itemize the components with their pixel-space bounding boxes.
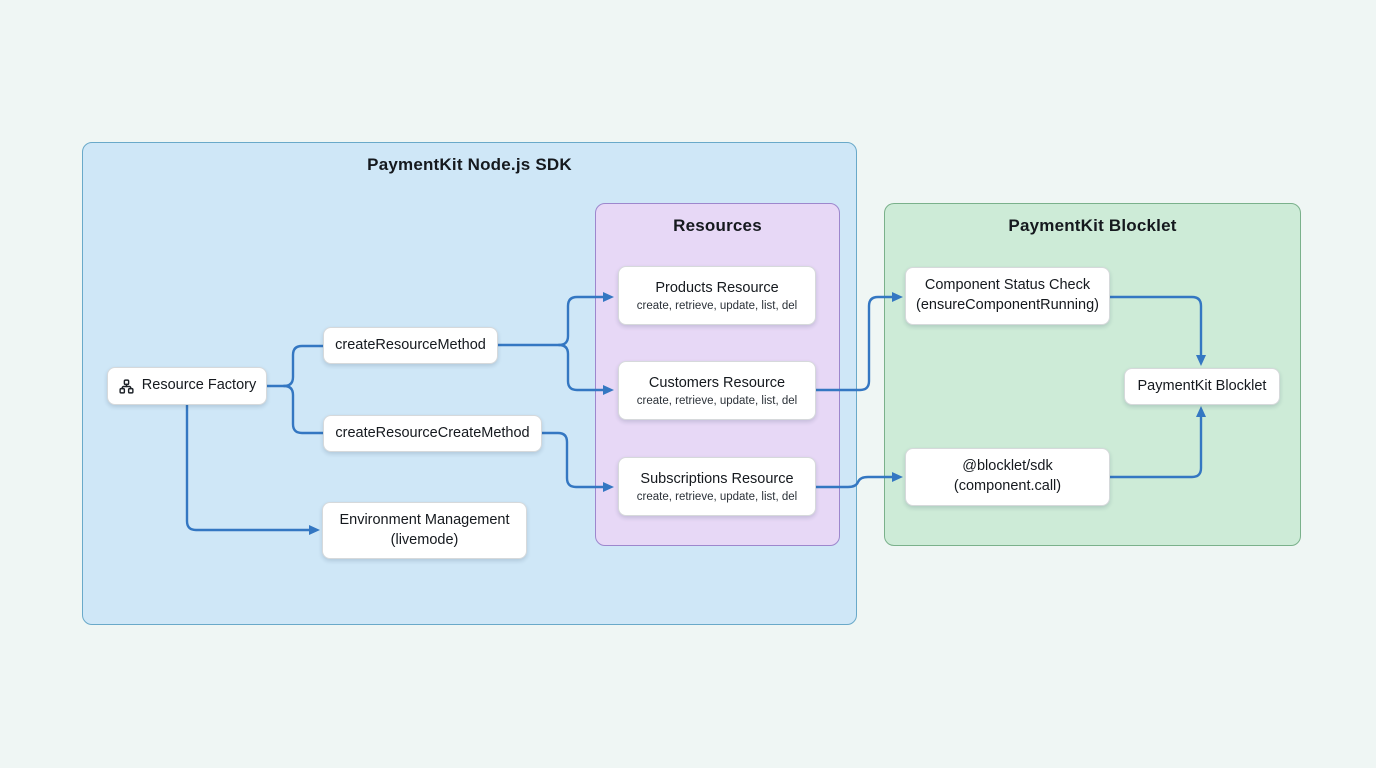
node-environment-management: Environment Management (livemode): [322, 502, 527, 559]
node-title: Subscriptions Resource: [640, 470, 794, 487]
hierarchy-icon: [119, 378, 134, 394]
container-title-sdk: PaymentKit Node.js SDK: [367, 155, 572, 174]
edge-blocklet-sdk-to-paymentkit-blocklet: [1108, 406, 1206, 479]
node-label-line2: (ensureComponentRunning): [916, 297, 1099, 313]
node-label-line1: Environment Management: [339, 511, 510, 528]
node-title: Customers Resource: [648, 374, 786, 391]
node-subtitle: create, retrieve, update, list, del: [636, 395, 798, 408]
container-title-blocklet: PaymentKit Blocklet: [1008, 216, 1177, 235]
edge-component-status-check-to-paymentkit-blocklet: [1108, 295, 1206, 366]
node-customers-resource: Customers Resource create, retrieve, upd…: [618, 361, 816, 420]
edge-factory-to-createResourceCreateMethod: [282, 384, 325, 435]
node-label-line1: @blocklet/sdk: [962, 458, 1053, 475]
edge-factory-to-environment-management: [185, 403, 320, 535]
node-title: Products Resource: [655, 279, 779, 296]
edge-createResourceMethod-to-customers: [557, 343, 614, 395]
node-label-line2: (livemode): [390, 531, 459, 548]
edge-factory-to-createResourceMethod: [282, 344, 325, 388]
node-subtitle: create, retrieve, update, list, del: [636, 300, 798, 313]
edge-customers-to-component-status-check: [814, 292, 903, 392]
edge-createResourceMethod-to-products: [557, 292, 614, 347]
node-create-resource-create-method: createResourceCreateMethod: [323, 415, 542, 452]
node-label-resource-factory: Resource Factory: [141, 377, 257, 394]
node-label-line1: Component Status Check: [924, 277, 1091, 294]
node-blocklet-sdk: @blocklet/sdk (component.call): [905, 448, 1110, 506]
node-subtitle: create, retrieve, update, list, del: [636, 491, 798, 504]
node-paymentkit-blocklet: PaymentKit Blocklet: [1124, 368, 1280, 405]
node-label-line2: (component.call): [953, 478, 1062, 494]
node-resource-factory: Resource Factory: [107, 367, 267, 405]
node-products-resource: Products Resource create, retrieve, upda…: [618, 266, 816, 325]
container-title-resources: Resources: [673, 216, 762, 235]
node-subscriptions-resource: Subscriptions Resource create, retrieve,…: [618, 457, 816, 516]
node-label: createResourceCreateMethod: [335, 424, 530, 441]
node-label: createResourceMethod: [335, 336, 486, 353]
node-label: PaymentKit Blocklet: [1137, 377, 1267, 394]
edge-subscriptions-to-blocklet-sdk: [814, 472, 903, 489]
node-component-status-check: Component Status Check (ensureComponentR…: [905, 267, 1110, 325]
node-create-resource-method: createResourceMethod: [323, 327, 498, 364]
edge-createResourceCreateMethod-to-subscriptions: [540, 431, 614, 492]
